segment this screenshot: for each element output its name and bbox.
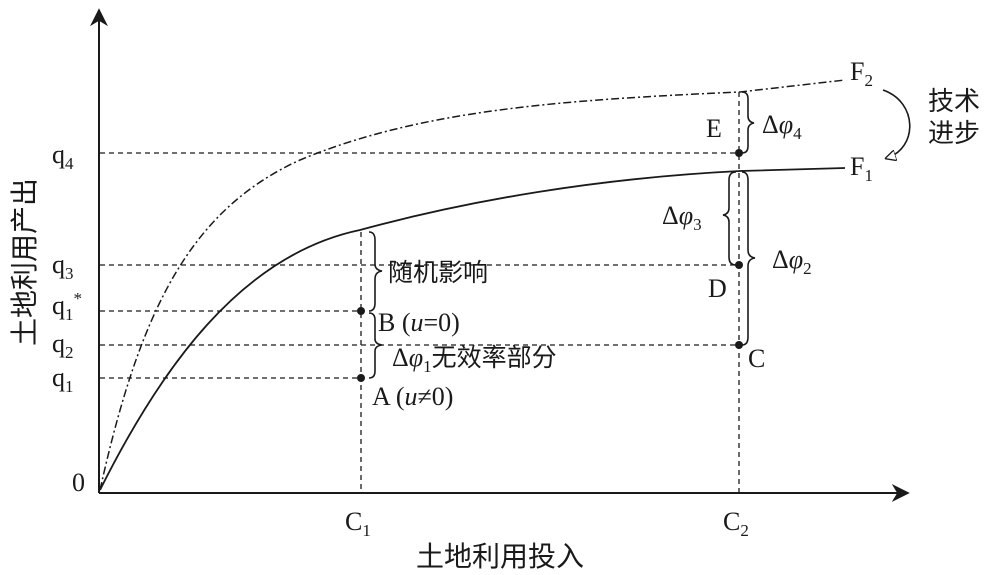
brace-dphi4: [741, 91, 755, 154]
brace-random: [368, 231, 383, 312]
tech-progress-arrow: [882, 89, 911, 158]
point-c: [735, 341, 743, 349]
point-e: [735, 149, 743, 157]
point-label-e: E: [706, 114, 722, 143]
curve-label-f2: F2: [850, 57, 873, 90]
brace-dphi3: [722, 171, 737, 266]
random-effect-label: 随机影响: [388, 258, 488, 287]
tech-progress-line2: 进步: [928, 119, 980, 149]
y-tick-q4: q4: [52, 140, 74, 173]
dphi4-label: Δφ4: [762, 110, 802, 143]
brace-dphi1: [368, 312, 383, 379]
guide-lines: [100, 92, 740, 493]
point-a: [357, 374, 365, 382]
point-d: [735, 261, 743, 269]
point-label-a: A (u≠0): [372, 382, 453, 411]
y-axis-title: 土地利用产出: [8, 178, 41, 346]
x-tick-c1: C1: [345, 507, 371, 540]
tech-progress-line1: 技术: [928, 87, 980, 117]
dphi1-label: Δφ1无效率部分: [392, 343, 557, 376]
curve-label-f1: F1: [850, 152, 873, 185]
frontier-f2: [99, 79, 846, 491]
x-axis-title: 土地利用投入: [416, 540, 584, 573]
y-tick-q3: q3: [52, 250, 74, 283]
point-label-d: D: [708, 274, 727, 303]
y-tick-q1star: q1*: [52, 289, 82, 324]
point-b: [357, 307, 365, 315]
y-tick-q1: q1: [52, 363, 74, 396]
frontier-f1: [99, 167, 846, 491]
point-label-c: C: [748, 344, 765, 373]
dphi3-label: Δφ3: [662, 201, 702, 234]
x-tick-c2: C2: [723, 507, 749, 540]
y-tick-q2: q2: [52, 329, 74, 362]
braces: [368, 91, 756, 379]
dphi2-label: Δφ2: [772, 245, 812, 278]
origin-label: 0: [72, 468, 85, 497]
data-points: [357, 149, 743, 382]
point-label-b: B (u=0): [378, 308, 460, 337]
brace-dphi2: [741, 171, 756, 346]
